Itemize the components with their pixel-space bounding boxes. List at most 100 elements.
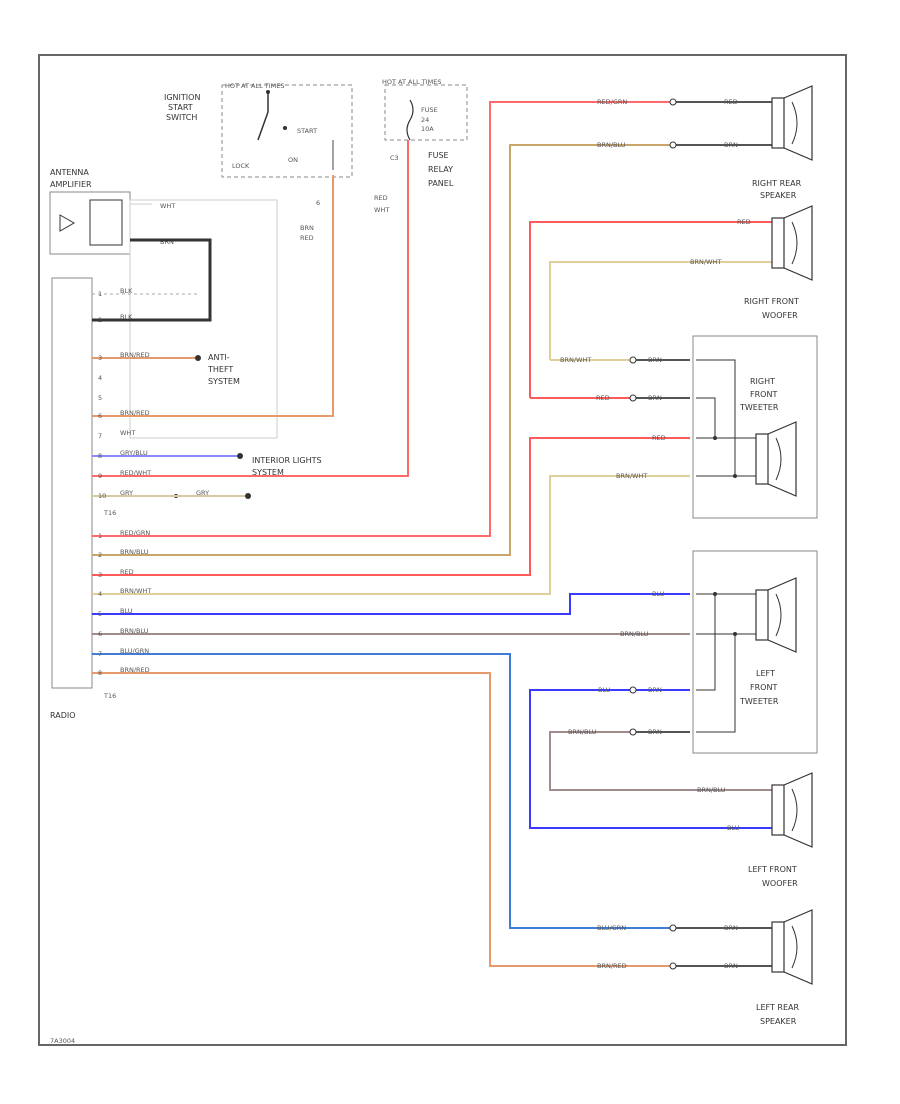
fuse-label: FUSE <box>421 106 438 114</box>
radio-pin-wire-label: RED/GRN <box>120 529 150 537</box>
radio-pin-number: 10 <box>98 492 106 500</box>
radio-pin-number: 2 <box>98 316 102 324</box>
lr-speaker-label-2: SPEAKER <box>760 1017 797 1026</box>
fuse-panel-name-3: PANEL <box>428 179 454 188</box>
ignition-node <box>266 90 270 94</box>
ignition-header: HOT AT ALL TIMES <box>225 82 285 90</box>
antenna-wht-label: WHT <box>160 202 175 210</box>
rf-tweeter-label-1: RIGHT <box>750 377 775 386</box>
radio-pin-wire-label: BRN/RED <box>120 666 150 674</box>
lf-tweeter-splice-1 <box>713 592 717 596</box>
wire-brn-blu-rr <box>92 144 670 556</box>
lf-woofer-label-1: LEFT FRONT <box>748 865 797 874</box>
wire-red-grn-rr <box>92 101 670 537</box>
inline-connector <box>629 686 637 694</box>
fuse-number: 24 <box>421 116 429 124</box>
right-rear-speaker: RIGHT REAR SPEAKER <box>752 85 813 200</box>
wire-red-rf-woofer <box>529 221 772 398</box>
ignition-on-label: ON <box>288 156 298 164</box>
lbl-lft-brnblu: BRN/BLU <box>568 728 597 736</box>
radio-pin-number: 3 <box>98 571 102 579</box>
radio-pin-number: 5 <box>98 394 102 402</box>
interior-lights-terminal <box>237 453 243 459</box>
radio-pin-wire-label: GRY <box>196 489 209 497</box>
gry-ground-terminal <box>245 493 251 499</box>
anti-theft-2: THEFT <box>207 365 233 374</box>
radio-pin-wire-label: RED <box>120 568 134 576</box>
rr-speaker-label-1: RIGHT REAR <box>752 179 802 188</box>
lbl-lr-brn-a: BRN <box>724 924 738 932</box>
lbl-rft-brn-b: BRN <box>648 394 662 402</box>
radio-pin-wire-label: BRN/RED <box>120 351 150 359</box>
fuse-connector: C3 <box>390 154 399 162</box>
inline-connector <box>629 394 637 402</box>
radio-pin-wire-label: WHT <box>120 429 135 437</box>
radio-pin-number: 3 <box>98 354 102 362</box>
interior-lights-2: SYSTEM <box>252 468 284 477</box>
right-front-tweeter: RIGHT FRONT TWEETER <box>692 335 818 519</box>
wire-brn-wht-rf-woofer <box>549 261 772 360</box>
lbl-lft-blu-in: BLU <box>652 590 665 598</box>
radio-pin-wire-label: BLU <box>120 607 133 615</box>
figure-code: 7A3004 <box>50 1037 75 1045</box>
lbl-rr-brn: BRN <box>724 141 738 149</box>
ignition-start-node <box>283 126 287 130</box>
lbl-lr-blugrn: BLU/GRN <box>597 924 626 932</box>
lbl-rr-brnblu: BRN/BLU <box>597 141 626 149</box>
lf-tweeter-label-3: TWEETER <box>739 697 779 706</box>
ignition-out-pin: 6 <box>316 199 320 207</box>
lbl-rfw-red: RED <box>737 218 751 226</box>
radio-pin-wire-label: BRN/WHT <box>120 587 151 595</box>
radio-pin-number: 7 <box>98 432 102 440</box>
lbl-rft-brn-a: BRN <box>648 356 662 364</box>
interior-lights-system: INTERIOR LIGHTS SYSTEM <box>237 453 322 477</box>
fuse-out-color-1: RED <box>374 194 388 202</box>
antenna-name-1: ANTENNA <box>50 168 89 177</box>
wire-brn-red-ignition <box>92 175 334 417</box>
fuse-out-color-2: WHT <box>374 206 389 214</box>
fuse-header: HOT AT ALL TIMES <box>382 78 442 86</box>
rf-tweeter-box <box>692 335 818 519</box>
radio-label: RADIO <box>50 711 76 720</box>
left-front-tweeter: LEFT FRONT TWEETER <box>692 550 818 754</box>
ignition-out-color-2: RED <box>300 234 314 242</box>
rf-tweeter-label-3: TWEETER <box>739 403 779 412</box>
lbl-rft-red: RED <box>596 394 610 402</box>
rr-speaker-label-2: SPEAKER <box>760 191 797 200</box>
fuse-symbol <box>406 99 414 141</box>
lbl-lr-brnred: BRN/RED <box>597 962 627 970</box>
speaker-wire-labels: RED/GRN RED BRN/BLU BRN RED BRN/WHT BRN/… <box>560 98 751 970</box>
lbl-lfw-brnblu: BRN/BLU <box>697 786 726 794</box>
radio-pin-wire-label: BRN/BLU <box>120 627 149 635</box>
ignition-start-label: START <box>297 127 317 135</box>
inline-connector <box>669 141 677 149</box>
inline-connectors <box>629 98 677 970</box>
radio-pin-number: 9 <box>98 472 102 480</box>
lbl-lfw-blu: BLU <box>727 824 740 832</box>
rf-tweeter-splice-1 <box>713 436 717 440</box>
wire-antenna-blk <box>92 238 212 322</box>
radio-pin-wire-label: GRY <box>120 489 133 497</box>
inline-connector <box>669 98 677 106</box>
anti-theft-terminal <box>195 355 201 361</box>
antenna-brn-label: BRN <box>160 238 174 246</box>
lr-speaker-label-1: LEFT REAR <box>756 1003 799 1012</box>
interior-lights-1: INTERIOR LIGHTS <box>252 456 322 465</box>
rf-tweeter-splice-2 <box>733 474 737 478</box>
wire-red-rf-tweeter <box>92 437 690 576</box>
lf-tweeter-box <box>692 550 818 754</box>
lbl-lr-brn-b: BRN <box>724 962 738 970</box>
radio-box <box>51 277 93 689</box>
lbl-lft-brn-a: BRN <box>648 686 662 694</box>
wire-red-wht-fuse <box>92 140 409 477</box>
diagram-frame <box>38 54 847 1046</box>
radio-conn-2: T16 <box>103 692 116 700</box>
ignition-switch: HOT AT ALL TIMES IGNITION START SWITCH S… <box>164 82 353 242</box>
left-front-woofer: LEFT FRONT WOOFER <box>748 772 813 888</box>
radio-pin-wire-label: BLK <box>120 313 133 321</box>
radio-pin-wire-label: BLU/GRN <box>120 647 149 655</box>
radio-pin-wire-label: BRN/BLU <box>120 548 149 556</box>
wire-blu-grn-lr <box>92 653 670 929</box>
